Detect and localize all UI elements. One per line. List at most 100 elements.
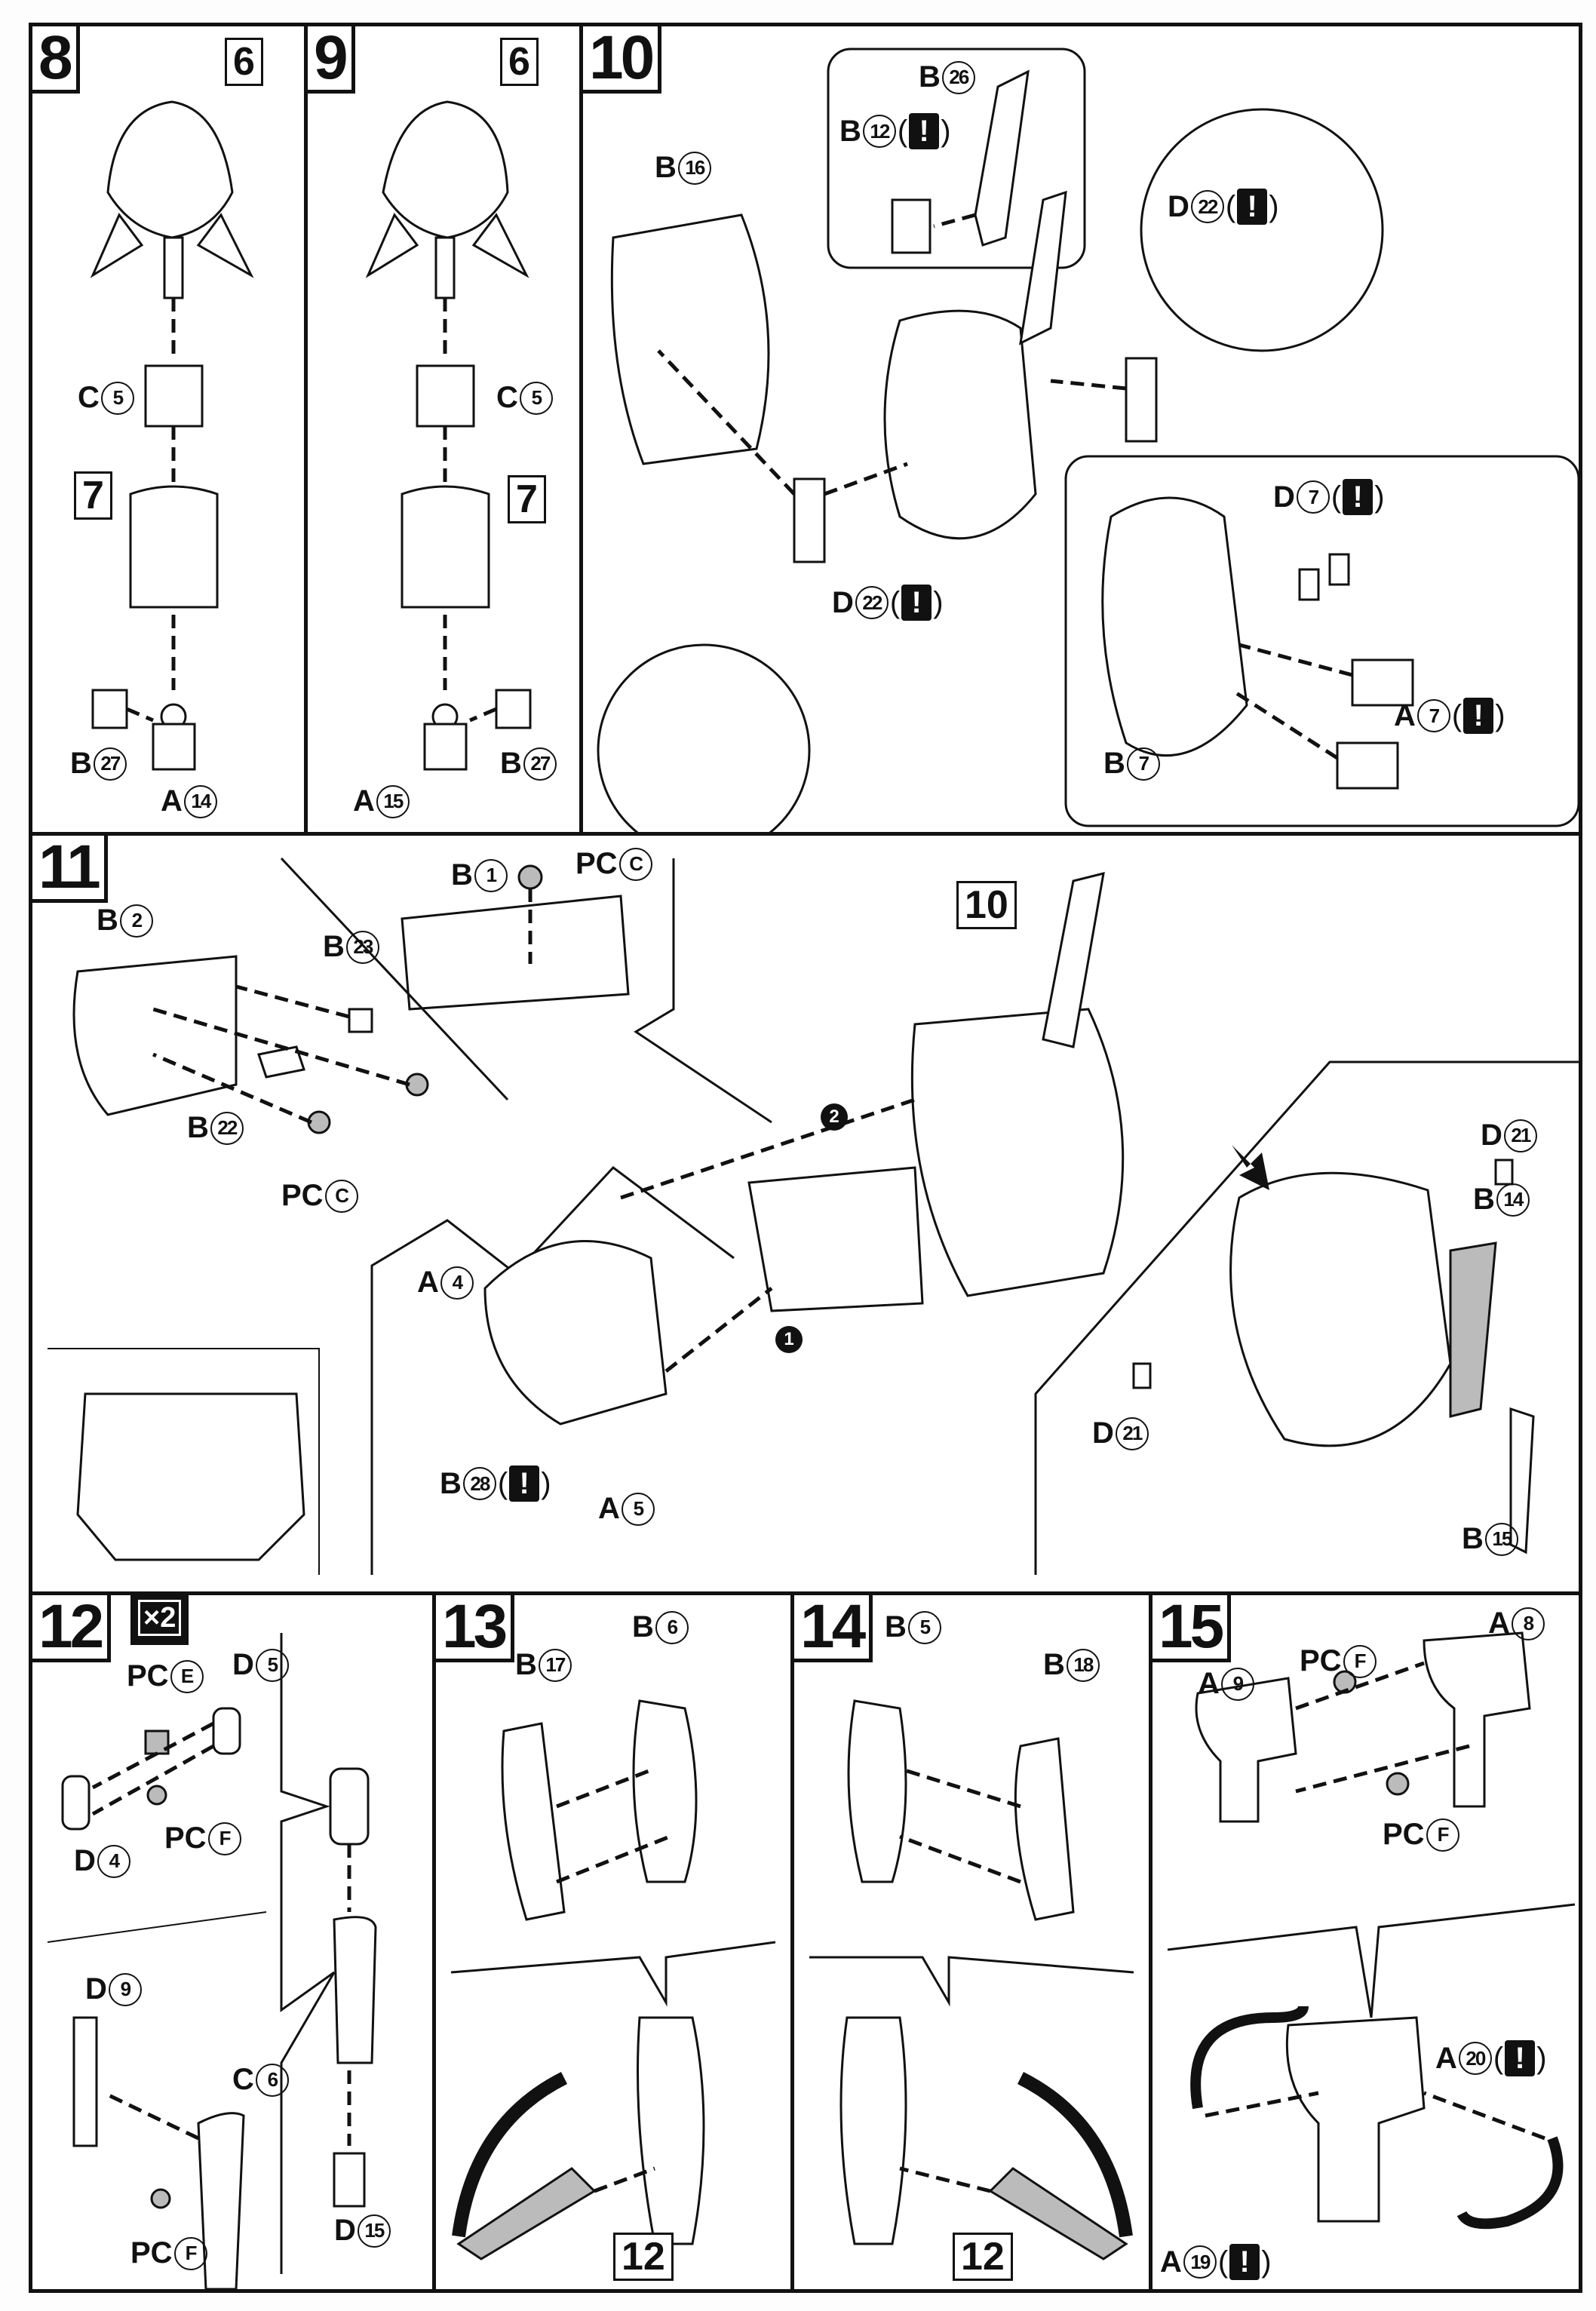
caution-icon: ! xyxy=(1343,479,1373,515)
ref-box-12: 12 xyxy=(613,2233,674,2281)
sequence-marker-2: 2 xyxy=(821,1103,848,1131)
b18-part xyxy=(1014,1737,1075,1921)
torso-part xyxy=(129,485,219,609)
step-11-illustration xyxy=(48,857,1579,1575)
b23-part xyxy=(348,1008,373,1033)
neck-joint xyxy=(434,236,456,299)
ref-box-6: 6 xyxy=(500,38,539,86)
caution-icon: ! xyxy=(1463,698,1494,734)
b14-part xyxy=(1449,1241,1497,1418)
d21-part-left xyxy=(1132,1362,1152,1389)
c5-part xyxy=(416,364,475,428)
d7-part-2 xyxy=(1328,553,1350,586)
head-part xyxy=(382,100,509,239)
shoulder-core xyxy=(883,309,1037,540)
assembled-hip xyxy=(1285,2016,1426,2223)
pcf-polycap-bottom xyxy=(1386,1772,1410,1796)
a14-part xyxy=(152,723,196,771)
b2-part xyxy=(72,955,238,1116)
b5-part xyxy=(847,1699,907,1883)
d4-part xyxy=(61,1775,91,1831)
sequence-marker-1: 1 xyxy=(775,1326,803,1353)
rotate-arrow-icon xyxy=(1017,2071,1133,2238)
caution-icon: ! xyxy=(1505,2040,1536,2076)
step-11-panel: 11 xyxy=(29,832,1582,1595)
a7-part-2 xyxy=(1336,741,1399,790)
forearm-part xyxy=(333,1916,377,2064)
waist-detail-part xyxy=(76,1392,305,1561)
finished-torso xyxy=(1229,1171,1452,1447)
b1-assembled-part xyxy=(747,1166,924,1312)
step-number: 15 xyxy=(1149,1591,1232,1662)
antenna-part xyxy=(1042,871,1105,1048)
pcf-polycap-2 xyxy=(150,2188,171,2209)
caution-icon: ! xyxy=(1229,2244,1260,2280)
torso-part xyxy=(401,485,490,609)
step-12-illustration xyxy=(47,1633,377,2291)
d21-part-right xyxy=(1494,1159,1514,1186)
detail-circle-d22-right xyxy=(1140,108,1384,352)
c5-part xyxy=(144,364,204,428)
pcf-polycap xyxy=(146,1785,167,1806)
step-number: 10 xyxy=(579,23,662,94)
step-8-illustration xyxy=(90,100,254,771)
b7-part xyxy=(1101,496,1248,757)
a19-hose-part xyxy=(1190,2005,1309,2110)
rotate-arrow-icon xyxy=(452,2071,568,2238)
antenna-part xyxy=(1019,190,1067,345)
polycap-c xyxy=(517,864,543,890)
d15-part xyxy=(333,2152,366,2208)
b12-part xyxy=(891,198,932,254)
pce-polycap xyxy=(144,1729,170,1755)
caution-icon: ! xyxy=(1237,189,1268,225)
step-14-illustration xyxy=(809,1699,1134,2260)
head-part xyxy=(106,100,234,239)
assembled-shield xyxy=(637,2016,705,2245)
ref-box-7: 7 xyxy=(508,475,546,523)
ref-box-7: 7 xyxy=(74,471,112,520)
step-number: 11 xyxy=(29,832,108,903)
step-number: 13 xyxy=(432,1591,515,1662)
